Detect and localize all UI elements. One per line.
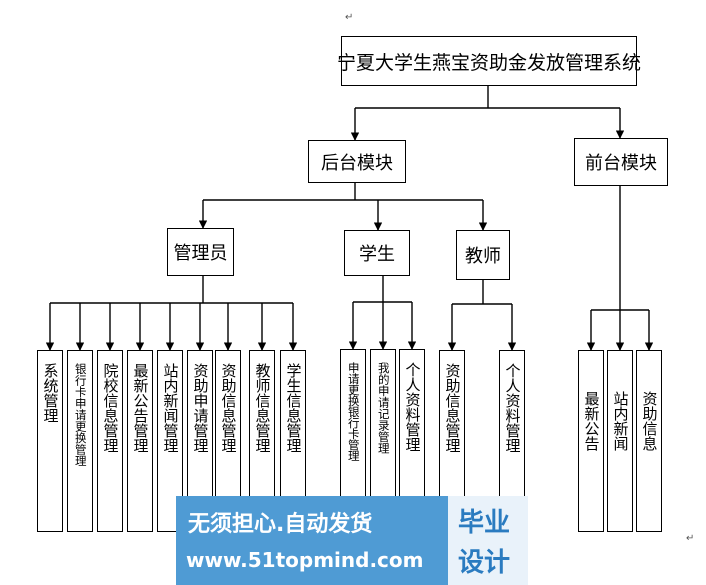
teacher-item-label: 资助信息管理 xyxy=(443,363,462,453)
watermark-banner: 无须担心.自动发货 www.51topmind.com 毕业 设计 xyxy=(176,496,528,585)
student-role-node: 学生 xyxy=(344,230,410,276)
watermark-badge-top: 毕业 xyxy=(458,508,511,538)
admin-item-node: 系统管理 xyxy=(37,350,63,532)
admin-item-label: 站内新闻管理 xyxy=(161,363,180,453)
front-item-node: 资助信息 xyxy=(636,350,662,532)
admin-item-node: 银行卡申请更换管理 xyxy=(67,350,93,532)
backend-module-node: 后台模块 xyxy=(308,140,406,183)
admin-item-label: 学生信息管理 xyxy=(284,363,303,453)
teacher-role-node: 教师 xyxy=(456,230,510,280)
admin-item-label: 院校信息管理 xyxy=(101,363,120,453)
teacher-item-label: 个人资料管理 xyxy=(503,363,522,453)
paragraph-mark: ↵ xyxy=(686,533,695,544)
admin-item-label: 银行卡申请更换管理 xyxy=(73,363,88,467)
front-item-label: 资助信息 xyxy=(640,391,659,451)
watermark-slogan: 无须担心.自动发货 xyxy=(188,512,373,537)
admin-item-label: 教师信息管理 xyxy=(253,363,272,453)
student-item-label: 申请更换银行卡管理 xyxy=(346,362,361,461)
admin-item-node: 最新公告管理 xyxy=(127,350,153,532)
watermark-url: www.51topmind.com xyxy=(186,548,424,572)
front-item-label: 站内新闻 xyxy=(611,391,630,451)
front-item-label: 最新公告 xyxy=(582,391,601,451)
front-item-node: 站内新闻 xyxy=(607,350,633,532)
admin-item-label: 资助信息管理 xyxy=(219,363,238,453)
root-node: 宁夏大学生燕宝资助金发放管理系统 xyxy=(337,36,641,86)
admin-item-label: 最新公告管理 xyxy=(131,363,150,453)
admin-item-label: 资助申请管理 xyxy=(191,363,210,453)
admin-item-label: 系统管理 xyxy=(41,363,60,423)
front-item-node: 最新公告 xyxy=(578,350,604,532)
student-item-label: 我的申请记录管理 xyxy=(376,362,391,454)
watermark-badge-bottom: 设计 xyxy=(458,548,511,578)
watermark-badge: 毕业 设计 xyxy=(448,496,528,585)
student-item-label: 个人资料管理 xyxy=(403,362,422,452)
admin-role-node: 管理员 xyxy=(167,228,234,276)
frontend-module-node: 前台模块 xyxy=(574,138,668,186)
paragraph-mark: ↵ xyxy=(345,12,354,23)
admin-item-node: 院校信息管理 xyxy=(97,350,123,532)
